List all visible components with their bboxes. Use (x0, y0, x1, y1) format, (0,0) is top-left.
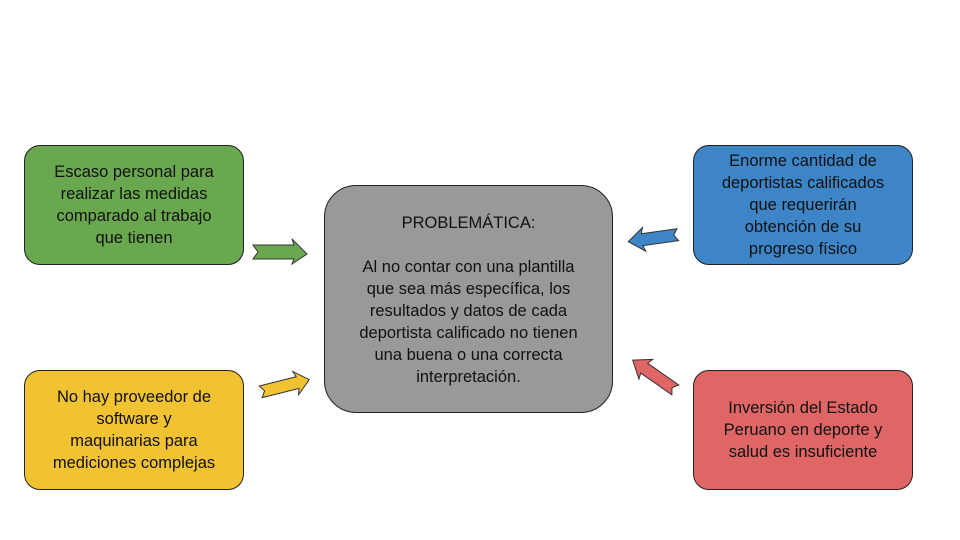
arrow-red (632, 358, 680, 396)
cause-box-inversion: Inversión del Estado Peruano en deporte … (693, 370, 913, 490)
cause-box-personal: Escaso personal para realizar las medida… (24, 145, 244, 265)
cause-text-software: No hay proveedor de software y maquinari… (52, 388, 216, 472)
arrow-yellow (258, 370, 310, 399)
arrow-green (252, 238, 308, 266)
problem-title: PROBLEMÁTICA: (401, 214, 536, 232)
cause-box-deportistas: Enorme cantidad de deportistas calificad… (693, 145, 913, 265)
cause-text-inversion: Inversión del Estado Peruano en deporte … (723, 399, 883, 461)
cause-text-personal: Escaso personal para realizar las medida… (54, 163, 214, 247)
cause-box-software: No hay proveedor de software y maquinari… (24, 370, 244, 490)
problem-box: PROBLEMÁTICA: Al no contar con una plant… (324, 185, 613, 413)
cause-text-deportistas: Enorme cantidad de deportistas calificad… (721, 152, 885, 258)
problem-description: Al no contar con una plantilla que sea m… (359, 258, 578, 386)
arrow-blue (627, 226, 680, 253)
